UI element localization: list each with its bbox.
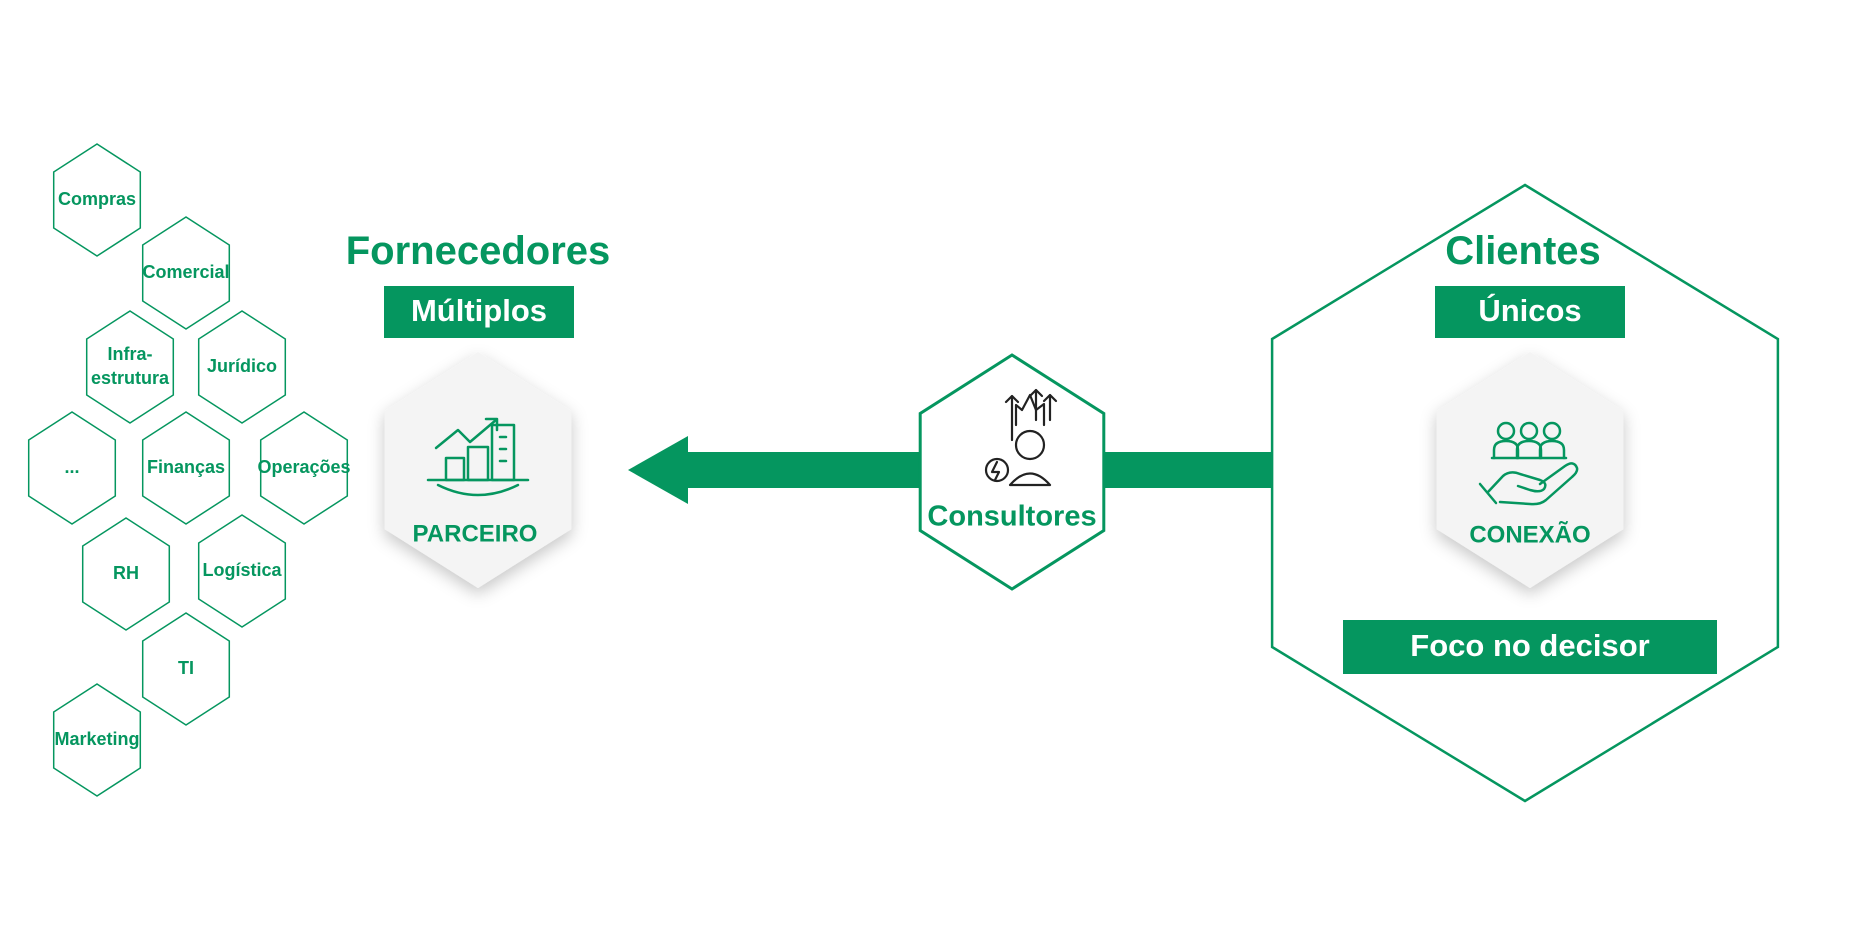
- area-hex-rh: RH: [81, 517, 171, 631]
- area-hex-shape: [52, 143, 142, 257]
- area-hex-ti: TI: [141, 612, 231, 726]
- area-label: Operações: [257, 457, 350, 477]
- area-label: Jurídico: [207, 356, 277, 376]
- fornecedores-badge-label: Múltiplos: [411, 293, 547, 328]
- foco-label: Foco no decisor: [1410, 628, 1649, 663]
- area-hex-juridico: Jurídico: [197, 310, 287, 424]
- people-hand-icon: [1478, 421, 1579, 506]
- consultant-growth-icon: [984, 388, 1058, 487]
- area-hex-shape: [85, 310, 175, 424]
- area-label: Compras: [58, 189, 136, 209]
- growth-buildings-icon: [426, 417, 530, 497]
- area-hex-marketing: Marketing: [52, 683, 142, 797]
- area-label: TI: [178, 658, 194, 678]
- area-hex-comercial: Comercial: [141, 216, 231, 330]
- area-hex-shape: [197, 514, 287, 628]
- area-hex-shape: [197, 310, 287, 424]
- parceiro-label: PARCEIRO: [413, 520, 538, 547]
- area-hex-infra: Infra-estrutura: [85, 310, 175, 424]
- area-hex-shape: [52, 683, 142, 797]
- area-hex-shape: [259, 411, 349, 525]
- consultores-label: Consultores: [927, 501, 1096, 533]
- area-hex-operacoes: Operações: [257, 411, 351, 525]
- clientes-title: Clientes: [1445, 229, 1601, 273]
- fornecedores-badge: [384, 286, 574, 338]
- clientes-badge: [1435, 286, 1625, 338]
- area-hex-shape: [141, 411, 231, 525]
- area-label: Logística: [202, 560, 282, 580]
- area-hex-shape: [141, 612, 231, 726]
- area-label: estrutura: [91, 368, 170, 388]
- area-hex-shape: [27, 411, 117, 525]
- clientes-region: Clientes Únicos CONEXÃO Foco no decisor: [1270, 183, 1780, 803]
- area-hex-shape: [141, 216, 231, 330]
- area-label: Infra-: [108, 344, 153, 364]
- area-label: RH: [113, 563, 139, 583]
- area-hex-shape: [81, 517, 171, 631]
- area-label: ...: [64, 457, 79, 477]
- area-label: Finanças: [147, 457, 225, 477]
- foco-badge: [1343, 620, 1717, 674]
- area-label: Marketing: [54, 729, 139, 749]
- area-hex-financas: Finanças: [141, 411, 231, 525]
- parceiro-node: PARCEIRO: [384, 352, 572, 588]
- fornecedores-title: Fornecedores: [346, 229, 611, 273]
- clientes-badge-label: Únicos: [1478, 292, 1581, 328]
- consultores-node: Consultores: [918, 353, 1106, 591]
- area-hex-etc: ...: [27, 411, 117, 525]
- conexao-label: CONEXÃO: [1469, 520, 1590, 548]
- area-hex-logistica: Logística: [197, 514, 287, 628]
- area-label: Comercial: [142, 262, 229, 282]
- area-hex-compras: Compras: [52, 143, 142, 257]
